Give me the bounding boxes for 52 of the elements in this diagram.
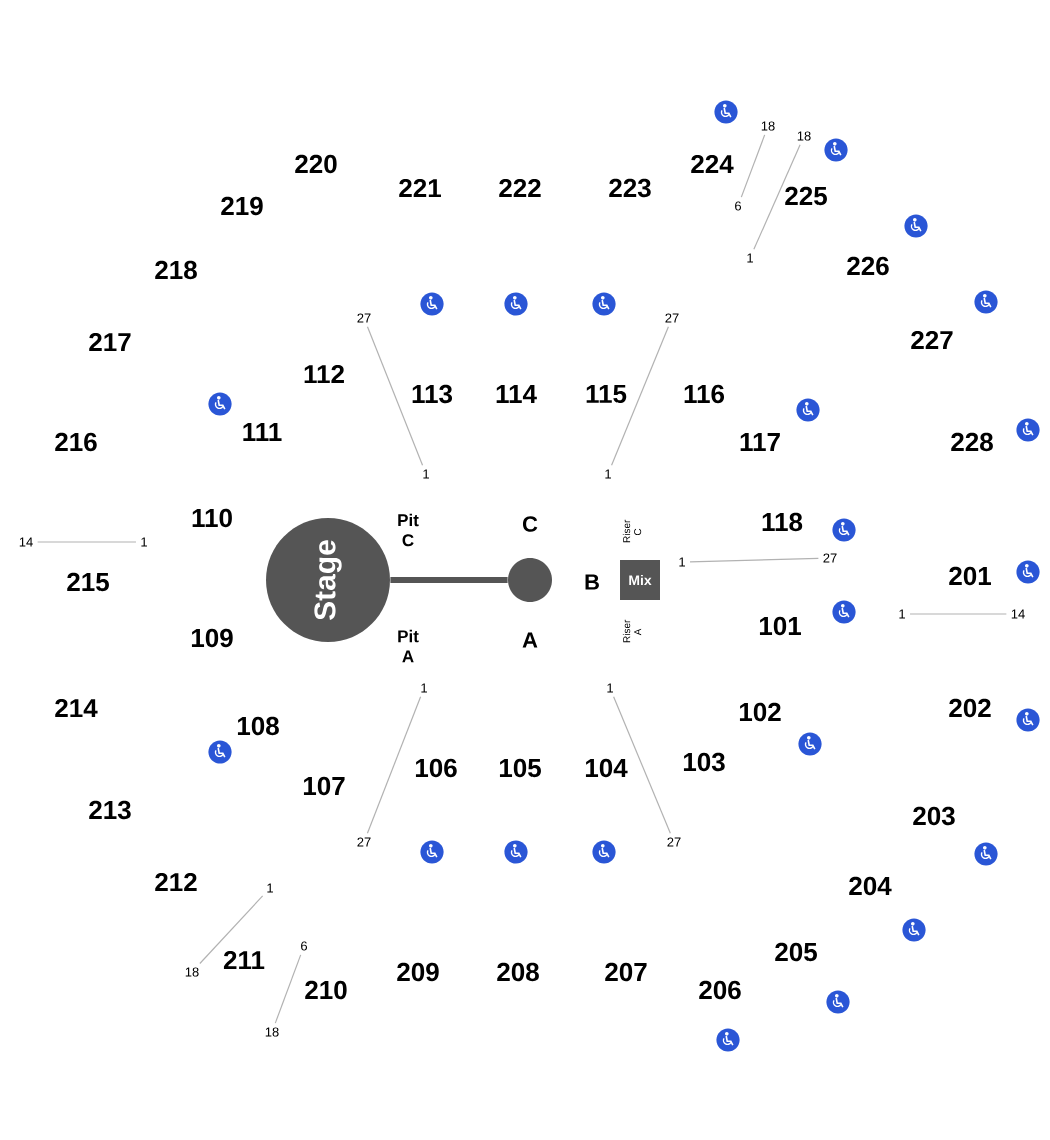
section-number: 112 (304, 364, 344, 384)
section-number: 219 (221, 196, 263, 216)
section-number: 109 (191, 628, 233, 648)
section-number: 104 (585, 758, 628, 778)
section-number: 213 (89, 800, 131, 820)
runway-circle (508, 558, 552, 602)
section-letter: C (522, 516, 538, 532)
section-number: 228 (951, 432, 993, 452)
section-number: 207 (605, 962, 647, 982)
section-number: 204 (849, 876, 892, 896)
section-number: 222 (499, 178, 541, 198)
section-name: Pit A (398, 629, 419, 663)
section-letter: A (522, 632, 538, 648)
section-number: 223 (609, 178, 651, 198)
section-number: 226 (847, 256, 889, 276)
section-number: 103 (683, 752, 725, 772)
section-number: 202 (949, 698, 991, 718)
section-number: 225 (785, 186, 827, 206)
section-number: 105 (499, 758, 541, 778)
section-number: 115 (586, 384, 627, 404)
section-number: 215 (67, 572, 109, 592)
section-number: 205 (775, 942, 817, 962)
section-number: 116 (684, 384, 725, 404)
section-number: 101 (759, 616, 801, 636)
section-number: 209 (397, 962, 439, 982)
section-number: 214 (55, 698, 98, 718)
section-number: 221 (399, 178, 441, 198)
section-number: 102 (739, 702, 781, 722)
section-number: 108 (237, 716, 279, 736)
section-number: 220 (295, 154, 337, 174)
section-number: 117 (740, 433, 780, 451)
section-number: 227 (911, 330, 953, 350)
section-number: 216 (55, 432, 97, 452)
section-number: 110 (192, 508, 232, 528)
section-number: 217 (89, 332, 131, 352)
section-number: 118 (762, 512, 803, 532)
section-number: 218 (155, 260, 197, 280)
section-number: 106 (415, 758, 457, 778)
runway-line (390, 577, 508, 583)
section-number: 210 (305, 980, 347, 1000)
section-number: 113 (412, 384, 453, 404)
section-number: 111 (243, 423, 282, 441)
section-number: 212 (155, 872, 197, 892)
section-number: 203 (913, 806, 955, 826)
section-number: 206 (699, 980, 741, 1000)
section-number: 107 (303, 776, 345, 796)
section-letter: B (585, 574, 599, 590)
section-number: 224 (691, 154, 734, 174)
section-number: 201 (949, 566, 991, 586)
section-number: 211 (223, 950, 265, 970)
section-number: 114 (496, 385, 537, 403)
section-number: 208 (497, 962, 539, 982)
